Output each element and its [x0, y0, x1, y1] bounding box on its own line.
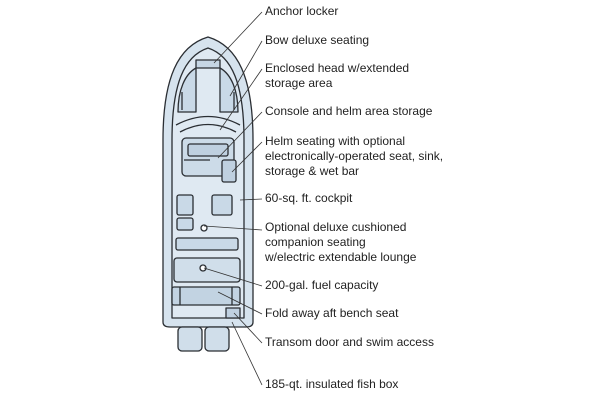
callout-anchor-locker: Anchor locker: [265, 4, 339, 18]
callout-console-storage: Console and helm area storage: [265, 104, 433, 118]
leader-bow-seating: [229, 40, 263, 97]
callout-aft-bench: Fold away aft bench seat: [265, 306, 399, 320]
callout-enclosed-head: Enclosed head w/extended storage area: [265, 61, 410, 90]
leader-transom-door: [233, 312, 263, 344]
aft-bench-seat: [171, 286, 241, 306]
callout-fish-box: 185-qt. insulated fish box: [265, 377, 399, 391]
leader-lines: [203, 11, 263, 386]
helm-seat: [221, 159, 237, 183]
callout-cockpit: 60-sq. ft. cockpit: [265, 191, 353, 205]
leader-anchor-locker: [213, 11, 263, 64]
callout-companion-seating: Optional deluxe cushioned companion seat…: [265, 220, 417, 264]
engine-right: [204, 326, 230, 352]
callout-bow-seating: Bow deluxe seating: [265, 33, 370, 47]
cockpit-seat-right: [211, 194, 233, 216]
boat-hull: [162, 36, 254, 352]
engine-left: [177, 326, 203, 352]
companion-lounge: [175, 237, 239, 251]
leader-companion-seating: [203, 225, 263, 231]
leader-enclosed-head: [219, 68, 263, 131]
leader-helm-seating: [231, 141, 263, 173]
fuel-area: [173, 257, 241, 283]
leader-fuel-capacity: [203, 267, 263, 287]
windshield: [175, 115, 241, 126]
transom-door: [225, 307, 241, 319]
callout-fuel-capacity: 200-gal. fuel capacity: [265, 278, 379, 292]
leader-fish-box: [231, 321, 263, 386]
leader-cockpit: [239, 198, 263, 201]
callout-transom-door: Transom door and swim access: [265, 335, 434, 349]
leader-console-storage: [217, 111, 263, 159]
callout-helm-seating: Helm seating with optional electronicall…: [265, 134, 444, 178]
anchor-locker-hatch: [195, 59, 221, 69]
leader-aft-bench: [217, 291, 263, 315]
cockpit-seat-left: [176, 194, 194, 216]
